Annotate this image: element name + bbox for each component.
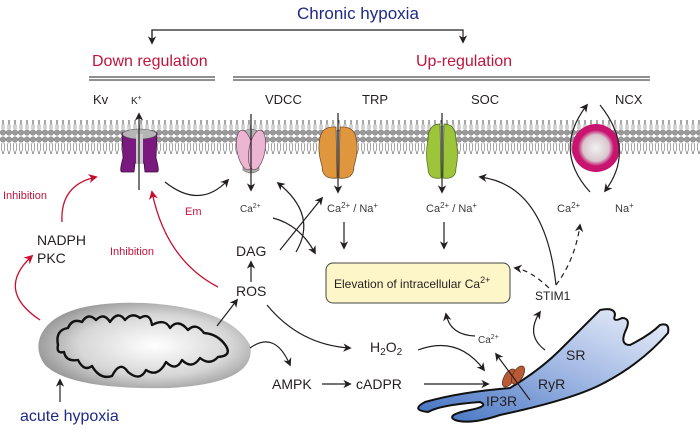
down-regulation-label: Down regulation xyxy=(92,53,208,70)
soc-ion-label: Ca2+ / Na+ xyxy=(426,201,477,215)
chronic-hypoxia-title: Chronic hypoxia xyxy=(297,4,419,23)
h2o2-to-sr-arrow xyxy=(417,344,486,372)
k-ion-label: K+ xyxy=(131,95,142,107)
ncx-exchanger xyxy=(569,103,620,193)
ncx-na-label: Na+ xyxy=(615,201,634,215)
ncx-ca-label: Ca2+ xyxy=(557,201,581,215)
ampk-label: AMPK xyxy=(272,376,312,392)
sr-ca-release-arrow xyxy=(495,352,531,401)
ncx-ca-efflux-arrow xyxy=(569,103,591,193)
em-label: Em xyxy=(185,206,202,218)
sr-ca-label: Ca2+ xyxy=(478,334,499,346)
sr-ca-to-box-arrow xyxy=(443,312,476,337)
dag-to-trp-arrow xyxy=(279,196,324,251)
trp-channel xyxy=(318,113,358,194)
mito-to-nadph-arrow xyxy=(14,254,41,321)
ryr-label: RyR xyxy=(538,376,565,392)
trp-label: TRP xyxy=(362,92,388,107)
stim1-to-ncx-dashed-arrow xyxy=(555,223,584,286)
up-regulation-label: Up-regulation xyxy=(416,53,512,70)
ros-to-h2o2-arrow xyxy=(266,304,352,352)
vdcc-channel xyxy=(236,114,266,192)
nadph-inhibition-arrow xyxy=(61,174,98,223)
mito-to-ros-arrow xyxy=(216,298,239,327)
sarcoplasmic-reticulum xyxy=(417,308,670,423)
ros-inhibition-arrow xyxy=(149,190,219,288)
inhibition-label-2: Inhibition xyxy=(110,246,154,258)
group-divider-lines xyxy=(89,76,650,81)
inhibition-label-1: Inhibition xyxy=(3,190,47,202)
stim1-to-soc-arrow xyxy=(478,173,557,286)
ros-to-vdcc-arrow xyxy=(276,181,305,253)
stim1-label: STIM1 xyxy=(535,289,571,303)
em-arrow xyxy=(164,178,230,197)
ca-to-box-arrow xyxy=(272,217,316,255)
soc-channel xyxy=(426,113,458,194)
cadpr-label: cADPR xyxy=(356,376,402,392)
ncx-na-influx-arrow xyxy=(599,104,620,193)
pkc-label: PKC xyxy=(37,250,66,266)
stim1-to-box-dashed-arrow xyxy=(513,264,550,289)
sr-label: SR xyxy=(566,347,585,363)
vdcc-ca-label: Ca2+ xyxy=(240,203,261,215)
dag-label: DAG xyxy=(236,243,266,259)
ncx-label: NCX xyxy=(615,92,643,107)
chronic-hypoxia-bracket xyxy=(151,29,468,44)
trp-ion-label: Ca2+ / Na+ xyxy=(327,201,378,215)
mitochondrion xyxy=(38,302,251,389)
kv-label: Kv xyxy=(93,92,109,107)
ros-label: ROS xyxy=(236,283,266,299)
mito-to-ampk-arrow xyxy=(249,341,292,367)
nadph-label: NADPH xyxy=(37,232,86,248)
elevation-box-text: Elevation of intracellular Ca2+ xyxy=(334,275,490,291)
vdcc-label: VDCC xyxy=(265,92,302,107)
elevation-box xyxy=(325,262,511,304)
acute-hypoxia-label: acute hypoxia xyxy=(20,408,119,425)
sr-to-stim1-arrow xyxy=(532,310,546,351)
ip3r-label: IP3R xyxy=(486,393,517,409)
soc-label: SOC xyxy=(471,92,499,107)
h2o2-label: H2O2 xyxy=(370,339,403,358)
kv-channel xyxy=(120,112,159,190)
